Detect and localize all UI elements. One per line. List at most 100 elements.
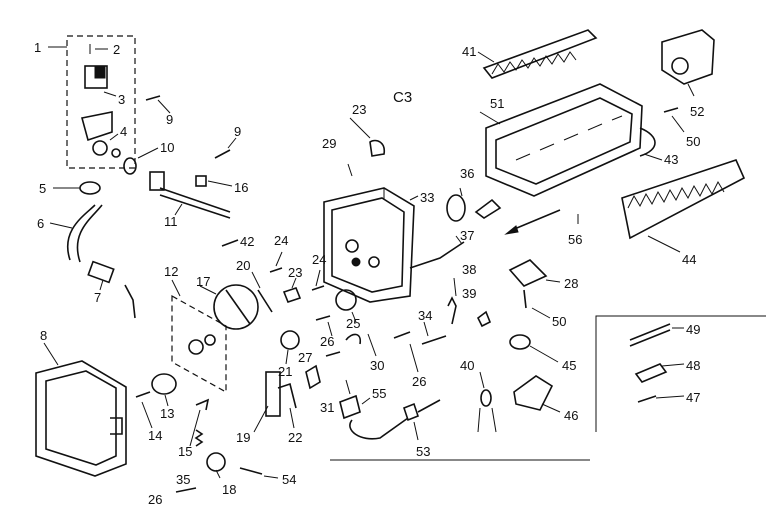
leader-48 <box>661 363 685 367</box>
leader-50b <box>531 307 551 319</box>
kit-bracket-line <box>595 315 766 432</box>
leader-8 <box>43 342 59 366</box>
part-5-nut <box>79 181 101 195</box>
part-22-arm <box>277 382 297 409</box>
callout-11: 11 <box>164 214 178 229</box>
leader-17 <box>199 285 217 295</box>
accessory-kit <box>595 315 766 432</box>
plate-hole-a <box>188 339 204 355</box>
callout-48: 48 <box>686 358 700 373</box>
part-7-sleeve <box>87 260 115 284</box>
part-26-screw-b <box>393 331 411 339</box>
callout-41: 41 <box>462 44 476 59</box>
callout-43: 43 <box>664 152 678 167</box>
fill-tube-parts <box>123 95 237 219</box>
part-26-screw-a <box>315 315 331 321</box>
part-4-fitting <box>111 148 121 158</box>
leader-28 <box>545 279 561 283</box>
part-44-stripper <box>621 159 746 253</box>
housing-hole-b <box>368 256 380 268</box>
top-small-parts <box>347 117 386 177</box>
leader-45 <box>529 345 559 363</box>
leader-9b <box>227 137 237 149</box>
callout-27: 27 <box>298 350 312 365</box>
part-47-screw <box>637 395 657 403</box>
part-6-tube <box>67 204 96 261</box>
leader-16 <box>207 180 233 187</box>
leader-43 <box>643 153 663 161</box>
callout-12: 12 <box>164 264 178 279</box>
part-39-lever <box>476 310 492 328</box>
shield-parts <box>661 29 715 133</box>
part-14-screw <box>135 391 151 398</box>
part-43-heater <box>639 127 656 157</box>
valve-body <box>92 140 108 156</box>
cover-outline <box>35 360 127 477</box>
leader-6 <box>49 222 73 229</box>
callout-24b: 24 <box>312 252 326 267</box>
leader-24a <box>275 251 283 267</box>
callout-36: 36 <box>460 166 474 181</box>
leader-34 <box>423 321 429 337</box>
callout-23a: 23 <box>288 265 302 280</box>
callout-51: 51 <box>490 96 504 111</box>
callout-38: 38 <box>462 262 476 277</box>
callout-37: 37 <box>460 228 474 243</box>
part-34-link <box>421 335 447 345</box>
part-33-housing <box>315 187 441 441</box>
part-20-lever <box>257 289 273 313</box>
callout-1: 1 <box>34 40 41 55</box>
housing-hole-a <box>345 239 359 253</box>
leader-10 <box>137 147 159 159</box>
leader-41 <box>477 51 495 63</box>
callout-56: 56 <box>568 232 582 247</box>
callout-34: 34 <box>418 308 432 323</box>
callout-42: 42 <box>240 234 254 249</box>
part-40-lead-a <box>477 407 481 433</box>
callout-4: 4 <box>120 124 127 139</box>
part-21-cam <box>280 330 300 350</box>
motor-edge <box>225 289 251 325</box>
leader-40 <box>479 371 485 389</box>
part-31-switch <box>339 394 361 420</box>
leader-25 <box>351 311 357 323</box>
mold-shaft-end <box>474 198 502 219</box>
part-24-screw-b <box>311 285 325 291</box>
callout-26b: 26 <box>412 374 426 389</box>
callout-26a: 26 <box>320 334 334 349</box>
callout-40: 40 <box>460 358 474 373</box>
callout-50a: 50 <box>686 134 700 149</box>
callout-labels: 1 2 3 4 5 6 7 8 9 9 10 11 12 13 14 15 16… <box>34 40 704 507</box>
lower-left-parts <box>175 398 279 493</box>
housing-hub <box>351 257 361 267</box>
leader-36 <box>459 187 463 197</box>
callout-2: 2 <box>113 42 120 57</box>
part-55-wire <box>349 417 409 440</box>
callout-7: 7 <box>94 290 101 305</box>
leader-3 <box>103 91 117 97</box>
leader-30 <box>367 333 377 357</box>
ejector-teeth <box>491 51 577 75</box>
part-9-screw-b <box>214 149 231 159</box>
callout-26c: 26 <box>148 492 162 507</box>
leader-11 <box>174 203 183 216</box>
part-19-bar <box>265 371 281 417</box>
leader-21 <box>285 349 289 365</box>
mounting-plate-group <box>135 279 259 429</box>
fill-cup <box>149 171 165 191</box>
callout-30: 30 <box>370 358 384 373</box>
leader-13 <box>164 394 169 407</box>
callout-14: 14 <box>148 428 162 443</box>
leader-9a <box>157 99 171 114</box>
leader-54 <box>263 475 279 479</box>
stripper-outline <box>621 159 746 240</box>
leader-52 <box>687 83 695 97</box>
part-45-cap <box>509 334 531 350</box>
callout-9b: 9 <box>234 124 241 139</box>
callout-47: 47 <box>686 390 700 405</box>
valve-assembly-group <box>48 35 136 169</box>
callout-6: 6 <box>37 216 44 231</box>
group-dashed-box <box>66 35 136 169</box>
part-36-bearing <box>446 194 466 222</box>
